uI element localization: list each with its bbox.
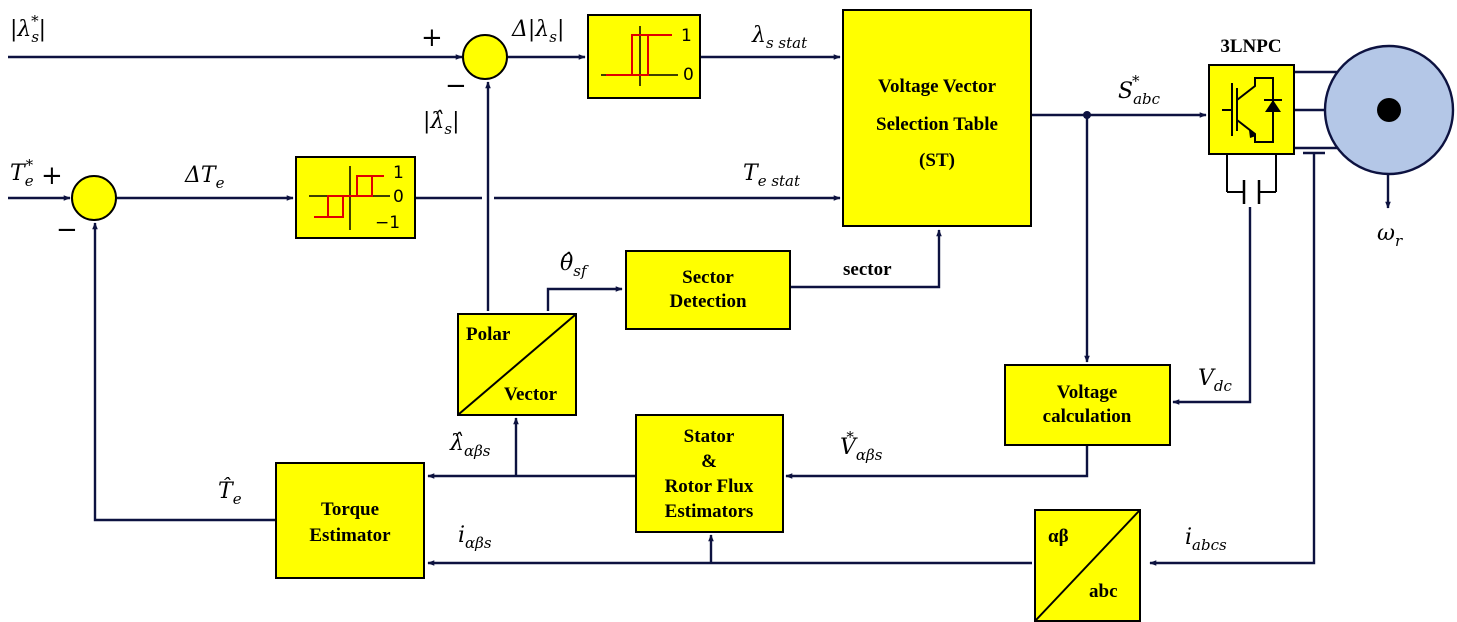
wire-torque-feedback	[92, 222, 276, 522]
torque-est-line2: Estimator	[309, 525, 391, 546]
flux-ab-label: λ̂αβs	[449, 431, 491, 460]
wire-theta	[546, 286, 623, 311]
torque-est-line1: Torque	[321, 499, 379, 520]
flux-est-line4: Estimators	[665, 501, 754, 522]
wire-vdc	[1172, 207, 1252, 405]
sector-label: sector	[843, 259, 892, 280]
torque-estimator-block: Torque Estimator	[275, 462, 425, 579]
torque-ref-label: Te*	[10, 156, 34, 190]
sector-detection-block: Sector Detection	[625, 250, 791, 330]
motor	[1323, 44, 1455, 176]
torque-summer	[71, 175, 117, 221]
flux-level-zero: 0	[683, 65, 694, 85]
torque-est-signal-label: T̂e	[218, 478, 242, 508]
flux-stat-label: λs stat	[751, 23, 808, 52]
voltage-calc-line2: calculation	[1043, 406, 1132, 427]
st-label-line3: (ST)	[919, 150, 955, 171]
torque-level-low: −1	[375, 213, 400, 233]
switching-ref-label: Sabc*	[1118, 72, 1161, 108]
sector-detection-line2: Detection	[669, 291, 746, 312]
flux-ref-label: |λs*|	[10, 12, 46, 46]
voltage-calc-line1: Voltage	[1057, 382, 1118, 403]
polar-vector-block: Polar Vector	[457, 313, 577, 416]
abc-label: abc	[1089, 581, 1118, 602]
flux-hysteresis-block: 1 0	[587, 14, 701, 99]
dc-link-capacitor	[1226, 155, 1277, 204]
torque-level-high: 1	[393, 163, 404, 183]
st-label-line1: Voltage Vector	[878, 76, 997, 97]
sector-detection-line1: Sector	[682, 267, 734, 288]
voltage-calculation-block: Voltage calculation	[1004, 364, 1171, 446]
flux-est-line1: Stator	[684, 426, 735, 447]
torque-hysteresis-block: 1 0 −1	[295, 156, 416, 239]
wire-current-abc	[1149, 152, 1316, 566]
torque-minus-sign: −	[56, 215, 78, 245]
selection-table-block: Voltage Vector Selection Table (ST)	[842, 9, 1032, 227]
signal-wires	[8, 54, 1391, 566]
inverter-label: 3LNPC	[1220, 36, 1281, 57]
flux-minus-sign: −	[445, 71, 467, 101]
st-label-line2: Selection Table	[876, 114, 998, 135]
current-ab-label: iαβs	[458, 523, 492, 552]
torque-stat-label: Te stat	[743, 161, 801, 190]
wire-vab-ref	[785, 446, 1089, 479]
torque-level-zero: 0	[393, 187, 404, 207]
alpha-beta-label: αβ	[1048, 526, 1069, 547]
flux-level-high: 1	[681, 26, 692, 46]
flux-estimators-block: Stator & Rotor Flux Estimators	[635, 414, 784, 533]
theta-label: θ̂sf	[560, 251, 589, 280]
delta-torque-label: ΔTe	[184, 163, 225, 192]
clarke-transform-block: αβ abc	[1034, 509, 1141, 622]
motor-shaft	[1377, 98, 1401, 122]
wire-sector	[790, 229, 942, 289]
vab-ref-label: Vαβs*	[840, 428, 883, 464]
flux-est-line2: &	[701, 451, 717, 472]
speed-label: ωr	[1377, 221, 1403, 250]
flux-plus-sign: +	[421, 23, 443, 53]
flux-est-line3: Rotor Flux	[665, 476, 754, 497]
vector-label: Vector	[504, 384, 558, 405]
flux-summer	[462, 34, 508, 80]
vdc-label: Vdc	[1198, 366, 1232, 395]
current-abc-label: iabcs	[1185, 525, 1227, 554]
delta-flux-label: Δ|λs|	[511, 17, 564, 46]
torque-plus-sign: +	[41, 161, 63, 191]
inverter-block: 3LNPC	[1208, 36, 1295, 155]
polar-label: Polar	[466, 324, 511, 345]
flux-est-mag-label: |λ̂s|	[423, 109, 459, 138]
